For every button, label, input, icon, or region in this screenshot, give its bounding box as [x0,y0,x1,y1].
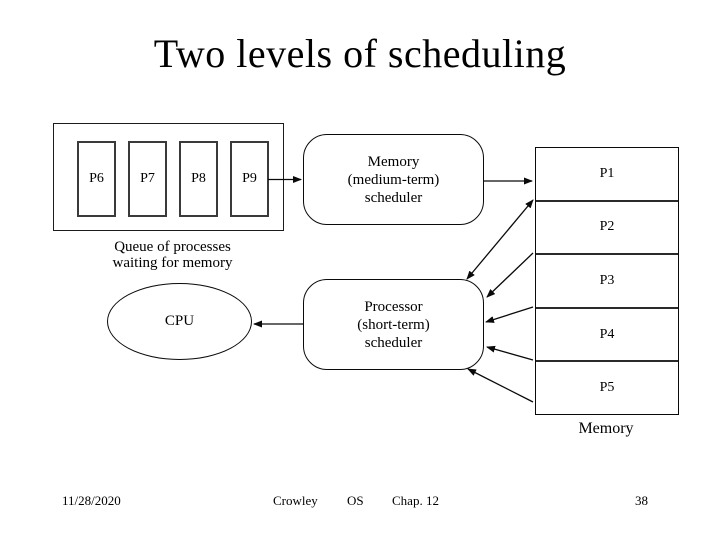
arrow-p3-to-scheduler [485,306,534,323]
cpu-label: CPU [164,313,195,329]
process-box-p7: P7 [128,141,167,217]
process-box-p8: P8 [179,141,218,217]
memory-row-p1: P1 [536,148,678,202]
queue-caption: Queue of processes waiting for memory [100,239,245,271]
arrow-p4-to-scheduler [486,345,534,361]
process-box-p9: P9 [230,141,269,217]
memory-stack: P1 P2 P3 P4 P5 [535,147,679,415]
memory-row-label-p1: P1 [599,165,615,181]
arrow-p5-to-scheduler [467,368,534,403]
process-label-p8: P8 [191,171,206,186]
memory-row-p5: P5 [536,362,678,414]
processor-scheduler-line2: (short-term) [357,316,430,333]
footer-date: 11/28/2020 [62,493,121,508]
processor-scheduler-line3: scheduler [364,334,423,351]
memory-row-p4: P4 [536,309,678,363]
memory-scheduler-line2: (medium-term) [347,171,440,188]
memory-scheduler-node: Memory (medium-term) scheduler [303,134,484,225]
memory-row-label-p4: P4 [599,326,615,342]
memory-row-label-p5: P5 [599,380,615,396]
queue-caption-line1: Queue of processes [114,239,231,255]
memory-scheduler-line1: Memory [367,153,420,170]
footer-chapter: Chap. 12 [392,493,439,508]
memory-row-p3: P3 [536,255,678,309]
memory-row-label-p2: P2 [599,219,615,235]
memory-scheduler-line3: scheduler [364,189,423,206]
queue-caption-line2: waiting for memory [112,255,233,271]
memory-row-p2: P2 [536,202,678,256]
cpu-node: CPU [107,283,252,360]
memory-stack-label: Memory [578,420,634,437]
page-title: Two levels of scheduling [153,31,567,76]
process-label-p9: P9 [242,171,257,186]
footer-course: OS [347,493,364,508]
processor-scheduler-line1: Processor [364,298,423,315]
memory-row-label-p3: P3 [599,272,615,288]
arrow-p2-to-scheduler [486,252,534,298]
process-label-p7: P7 [140,171,155,186]
process-box-p6: P6 [77,141,116,217]
process-label-p6: P6 [89,171,104,186]
footer-page-number: 38 [635,493,648,508]
footer-author: Crowley [273,493,318,508]
processor-scheduler-node: Processor (short-term) scheduler [303,279,484,370]
